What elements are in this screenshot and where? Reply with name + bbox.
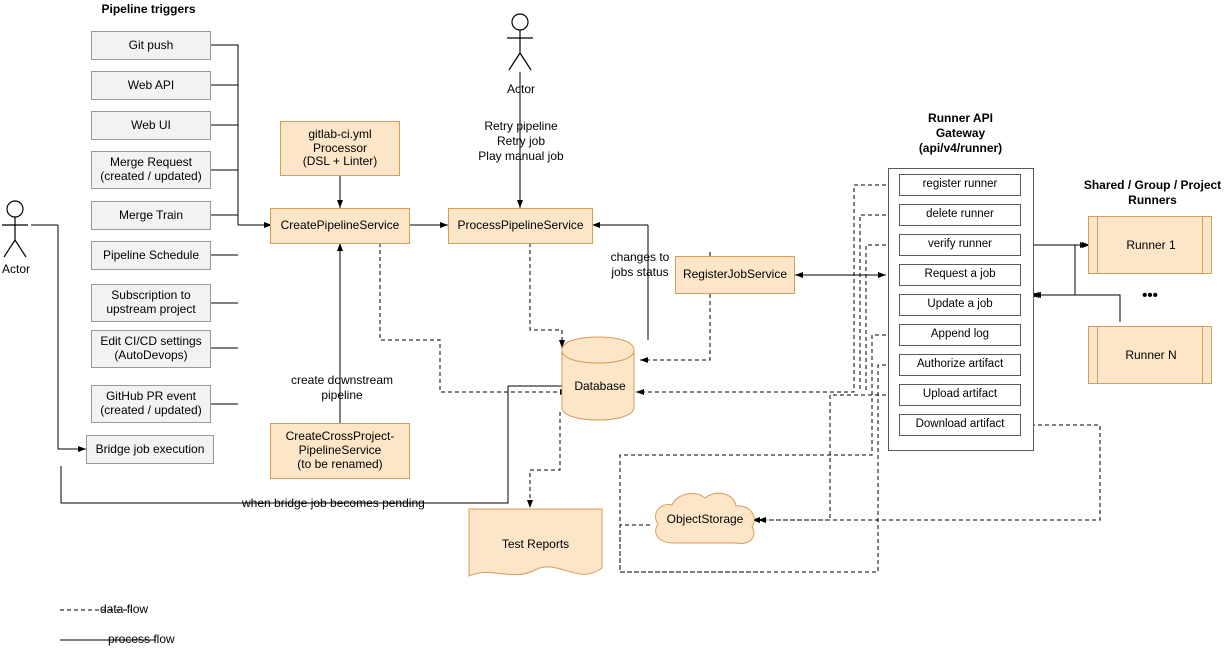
trigger-label: Merge Request (created / updated) xyxy=(100,155,202,183)
runner-divider-right xyxy=(1202,217,1203,273)
trigger-label: GitHub PR event (created / updated) xyxy=(100,389,202,417)
trigger-subscription-upstream[interactable]: Subscription to upstream project xyxy=(91,284,211,322)
api-authorize-artifact[interactable]: Authorize artifact xyxy=(899,354,1021,376)
runner-divider-left xyxy=(1097,217,1098,273)
api-label: register runner xyxy=(922,178,998,191)
service-register-job[interactable]: RegisterJobService xyxy=(675,256,795,294)
trigger-label: Edit CI/CD settings (AutoDevops) xyxy=(100,334,202,362)
trigger-label: Web UI xyxy=(131,117,171,132)
trigger-pipeline-schedule[interactable]: Pipeline Schedule xyxy=(91,241,211,270)
runner-n[interactable]: Runner N xyxy=(1088,326,1212,384)
runner-1[interactable]: Runner 1 xyxy=(1088,216,1212,274)
edge-label-create-downstream-pipeline: create downstream pipeline xyxy=(290,373,394,402)
api-register-runner[interactable]: register runner xyxy=(899,174,1021,196)
runners-heading: Shared / Group / Project Runners xyxy=(1083,178,1222,207)
database-label: Database xyxy=(574,379,626,393)
trigger-git-push[interactable]: Git push xyxy=(91,31,211,60)
service-gitlab-ci-yml-processor[interactable]: gitlab-ci.yml Processor (DSL + Linter) xyxy=(280,121,400,176)
trigger-edit-cicd-settings[interactable]: Edit CI/CD settings (AutoDevops) xyxy=(91,330,211,368)
actor-top-icon xyxy=(507,13,533,71)
trigger-label: Bridge job execution xyxy=(95,441,205,456)
runner-api-gateway-heading: Runner API Gateway (api/v4/runner) xyxy=(918,111,1003,155)
legend-process-flow-label: process flow xyxy=(108,632,175,646)
edge-label-when-bridge-pending: when bridge job becomes pending xyxy=(242,496,425,510)
service-create-pipeline[interactable]: CreatePipelineService xyxy=(270,208,410,244)
api-label: Authorize artifact xyxy=(916,358,1004,371)
trigger-label: Web API xyxy=(127,77,175,92)
edge-label-retry: Retry pipeline Retry job Play manual job xyxy=(478,119,564,163)
database-shape xyxy=(561,336,635,421)
api-update-a-job[interactable]: Update a job xyxy=(899,294,1021,316)
api-label: Download artifact xyxy=(915,418,1005,431)
service-label: CreatePipelineService xyxy=(280,218,400,233)
trigger-bridge-job-execution[interactable]: Bridge job execution xyxy=(86,435,214,464)
runner-divider-left xyxy=(1097,327,1098,383)
trigger-label: Pipeline Schedule xyxy=(102,247,200,262)
api-upload-artifact[interactable]: Upload artifact xyxy=(899,384,1021,406)
runner-label: Runner 1 xyxy=(1126,238,1176,253)
actor-left-label: Actor xyxy=(1,262,30,276)
api-label: Request a job xyxy=(924,268,996,281)
api-label: Upload artifact xyxy=(922,388,998,401)
trigger-github-pr-event[interactable]: GitHub PR event (created / updated) xyxy=(91,385,211,423)
pipeline-triggers-heading: Pipeline triggers xyxy=(101,2,196,16)
trigger-web-ui[interactable]: Web UI xyxy=(91,111,211,140)
actor-top-label: Actor xyxy=(506,82,535,96)
api-label: delete runner xyxy=(926,208,994,221)
service-label: CreateCrossProject- PipelineService (to … xyxy=(285,429,395,471)
actor-left-icon xyxy=(2,200,28,258)
api-download-artifact[interactable]: Download artifact xyxy=(899,414,1021,436)
trigger-web-api[interactable]: Web API xyxy=(91,71,211,100)
object-storage-label: ObjectStorage xyxy=(666,512,744,526)
legend-lines xyxy=(60,609,156,641)
runner-divider-right xyxy=(1202,327,1203,383)
service-label: RegisterJobService xyxy=(682,267,788,282)
api-append-log[interactable]: Append log xyxy=(899,324,1021,346)
runner-label: Runner N xyxy=(1125,348,1177,363)
api-verify-runner[interactable]: verify runner xyxy=(899,234,1021,256)
test-reports-shape xyxy=(468,508,603,577)
api-label: Append log xyxy=(930,328,990,341)
service-label: ProcessPipelineService xyxy=(457,218,584,233)
object-storage-shape xyxy=(655,492,755,545)
service-process-pipeline[interactable]: ProcessPipelineService xyxy=(448,208,593,244)
service-create-cross-project-pipeline[interactable]: CreateCrossProject- PipelineService (to … xyxy=(270,423,410,479)
edge-label-changes-to-jobs-status: changes to jobs status xyxy=(610,250,670,279)
api-delete-runner[interactable]: delete runner xyxy=(899,204,1021,226)
api-request-a-job[interactable]: Request a job xyxy=(899,264,1021,286)
legend-data-flow-label: data flow xyxy=(100,602,149,616)
trigger-merge-request[interactable]: Merge Request (created / updated) xyxy=(91,151,211,189)
trigger-merge-train[interactable]: Merge Train xyxy=(91,201,211,230)
trigger-label: Merge Train xyxy=(118,207,184,222)
test-reports-label: Test Reports xyxy=(501,537,570,551)
api-label: verify runner xyxy=(928,238,992,251)
trigger-label: Git push xyxy=(128,37,174,52)
service-label: gitlab-ci.yml Processor (DSL + Linter) xyxy=(302,126,378,169)
api-label: Update a job xyxy=(927,298,993,311)
runners-ellipsis: ••• xyxy=(1142,287,1158,304)
trigger-label: Subscription to upstream project xyxy=(106,288,196,316)
